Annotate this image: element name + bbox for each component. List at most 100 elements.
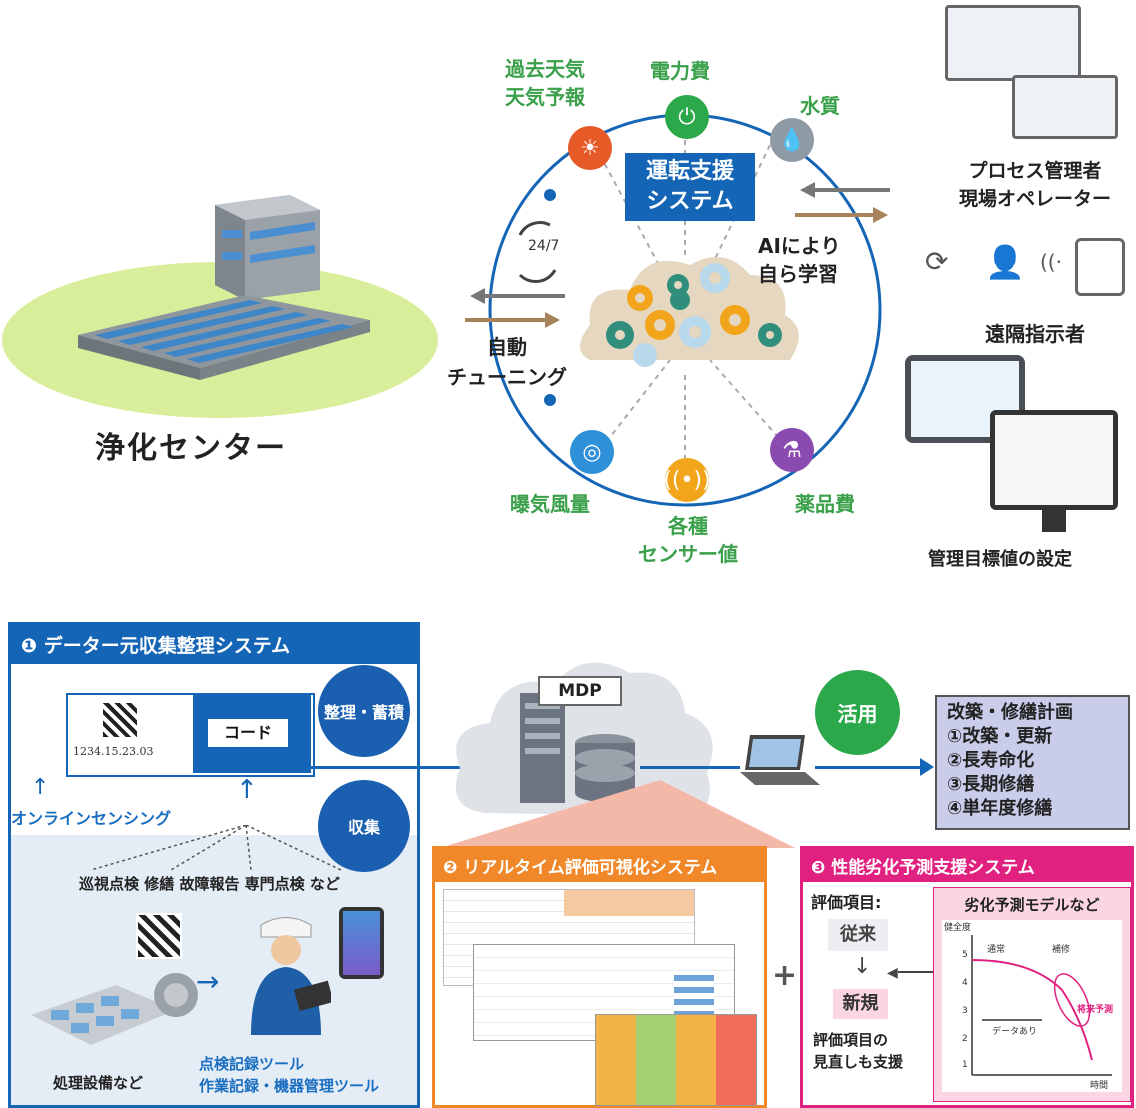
flow-arrow-to-plan [815, 766, 925, 769]
auto-tuning-label: 自動 チューニング [437, 332, 577, 392]
chart-predict-label: 将来予測 [1077, 1005, 1114, 1015]
online-sensing-label: オンラインセンシング [11, 809, 172, 828]
chart-series-repair: 補修 [1052, 945, 1071, 955]
arrow-up-icon-2: ↑ [236, 775, 258, 805]
heatmap-screenshot [595, 1014, 757, 1106]
wireless-icon: ((· [1040, 250, 1062, 274]
chart-ytick-2: 2 [962, 1034, 968, 1044]
flow-arrow-to-mdp [305, 766, 510, 769]
plan-item-4: ④単年度修繕 [947, 798, 1053, 819]
chart-xlabel: 時間 [1090, 1081, 1109, 1091]
sync-icon: ⟳ [925, 245, 949, 278]
sensor-signal-icon: ((•)) [663, 458, 711, 502]
aeration-label: 曝気風量 [510, 492, 590, 516]
panel-degradation-prediction: ❸ 性能劣化予測支援システム 評価項目: 従来 ↓ 新規 評価項目の 見直しも支… [800, 846, 1134, 1108]
tools-label: 点検記録ツール 作業記録・機器管理ツール [199, 1053, 379, 1097]
degradation-chart: 健全度 時間 通常 補修 将来予測 データあり 5 4 3 2 1 [942, 920, 1122, 1092]
inspection-lines [90, 825, 342, 871]
monitor-screen-2 [1012, 75, 1118, 139]
flask-icon: ⚗ [770, 428, 814, 472]
arrow-left-line [898, 971, 933, 973]
plant-label: 浄化センター [95, 431, 287, 466]
desktop-monitor [990, 410, 1118, 510]
panel-data-collection: ❶ データー元収集整理システム 1234.15.23.03 コード 整理・蓄積 … [8, 622, 420, 1108]
chart-ytick-3: 3 [962, 1006, 968, 1016]
inspection-types-label: 巡視点検 修繕 故障報告 専門点検 など [79, 875, 340, 893]
model-box: 劣化予測モデルなど 健全度 時間 通常 補修 将来予測 データあり 5 4 3 [933, 887, 1131, 1102]
plan-title: 改築・修繕計画 [947, 702, 1073, 723]
sensor-label-2: センサー値 [638, 542, 738, 566]
code-label: コード [208, 719, 288, 747]
model-title: 劣化予測モデルなど [964, 896, 1100, 914]
panel-realtime-visualization: ❷ リアルタイム評価可視化システム [432, 846, 767, 1108]
review-label-1: 評価項目の [813, 1031, 889, 1049]
equipment-illustration [31, 973, 198, 1045]
ai-label-1: AIにより [758, 234, 841, 258]
power-cost-label: 電力費 [650, 59, 710, 83]
weather-label-2: 天気予報 [505, 85, 585, 109]
smartphone-icon [339, 907, 384, 979]
chart-ylabel: 健全度 [944, 923, 972, 933]
panel3-title: ❸ 性能劣化予測支援システム [803, 849, 1131, 882]
weather-label: 過去天気 天気予報 [505, 55, 585, 111]
chart-series-normal: 通常 [987, 945, 1006, 955]
utilize-badge: 活用 [815, 670, 900, 755]
flow-arrowhead-2 [920, 758, 934, 776]
desktop-screen [995, 415, 1113, 505]
person-icon: 👤 [985, 243, 1025, 281]
tuning-label-1: 自動 [487, 335, 527, 359]
monitor-screen-1 [945, 5, 1081, 81]
operation-support-system-box: 運転支援 システム [625, 153, 755, 221]
sensor-label-1: 各種 [668, 514, 708, 538]
arrow-right-icon: → [196, 965, 220, 998]
center-label-1: 運転支援 [645, 159, 734, 184]
arrow-left-icon: ◀ [887, 965, 898, 981]
organize-store-badge: 整理・蓄積 [318, 665, 410, 757]
operators-label-1: プロセス管理者 [968, 160, 1102, 182]
tuning-label-2: チューニング [447, 365, 567, 389]
chart-ytick-5: 5 [962, 950, 968, 960]
target-value-label: 管理目標値の設定 [928, 549, 1072, 570]
plug-icon: ⏻ [665, 95, 709, 139]
panel2-title: ❷ リアルタイム評価可視化システム [435, 849, 764, 882]
laptop-icon [740, 735, 820, 785]
code-number: 1234.15.23.03 [73, 745, 154, 758]
tools-label-1: 点検記録ツール [199, 1055, 305, 1073]
plan-item-1: ①改築・更新 [947, 726, 1053, 747]
code-card: 1234.15.23.03 コード [66, 693, 315, 777]
badge-247: 24/7 [528, 238, 559, 254]
weather-icon: ☀ [568, 126, 612, 170]
arrow-up-icon: ↑ [31, 775, 50, 800]
renovation-plan-box: 改築・修繕計画 ①改築・更新 ②長寿命化 ③長期修繕 ④単年度修繕 [935, 695, 1130, 830]
tools-label-2: 作業記録・機器管理ツール [199, 1077, 380, 1095]
eval-items-label: 評価項目: [811, 893, 882, 912]
mdp-label: MDP [538, 676, 622, 706]
equipment-label: 処理設備など [53, 1074, 144, 1092]
panel1-title: ❶ データー元収集整理システム [11, 625, 417, 664]
water-drop-icon: 💧 [770, 118, 814, 162]
worker-illustration [251, 917, 331, 1035]
chemical-cost-label: 薬品費 [795, 492, 855, 516]
plus-sign: + [772, 958, 798, 993]
plan-item-3: ③長期修繕 [947, 774, 1035, 795]
flow-arrow-mdp-laptop [640, 766, 740, 769]
plan-item-2: ②長寿命化 [947, 750, 1035, 771]
ai-label-2: 自ら学習 [758, 262, 838, 286]
code-box-bg: コード [193, 695, 311, 773]
monitor-stand [1042, 510, 1066, 532]
mdp-cloud [455, 662, 713, 816]
before-label: 従来 [828, 919, 888, 951]
collect-badge: 収集 [318, 780, 410, 872]
operators-label: プロセス管理者 現場オペレーター [935, 157, 1135, 213]
ai-learning-label: AIにより 自ら学習 [758, 232, 841, 288]
qr-code-icon [103, 703, 137, 737]
arrow-down-icon: ↓ [853, 954, 872, 979]
sensor-label: 各種 センサー値 [628, 512, 748, 568]
chart-data-range-label: データあり [992, 1027, 1038, 1037]
qr-code-icon-2 [136, 913, 182, 959]
center-label-2: システム [646, 189, 734, 214]
chart-ytick-4: 4 [962, 978, 968, 988]
remote-instructor-label: 遠隔指示者 [985, 322, 1085, 346]
treatment-plant-illustration [2, 195, 438, 418]
weather-label-1: 過去天気 [505, 57, 585, 81]
